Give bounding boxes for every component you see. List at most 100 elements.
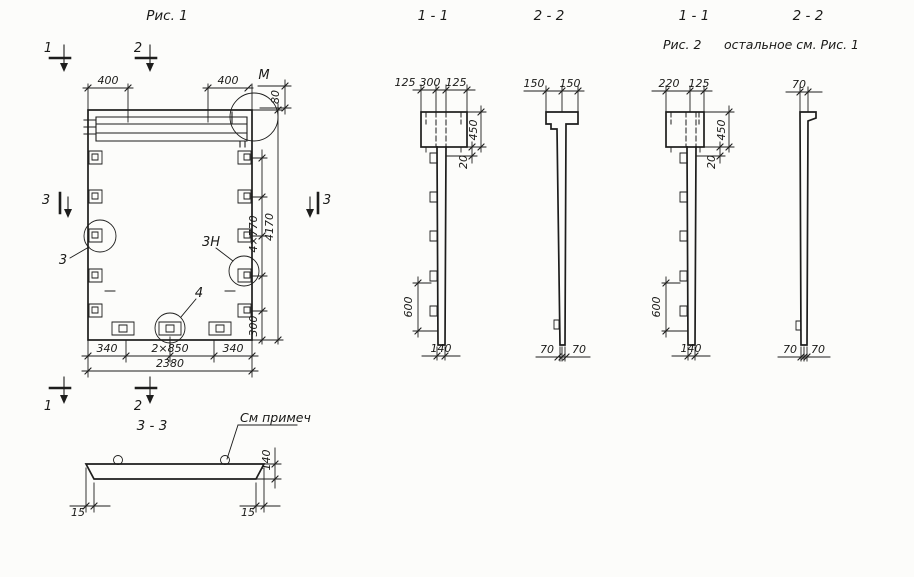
- sec11a-title: 1 - 1: [418, 8, 449, 24]
- dim-70-right: 70: [811, 343, 825, 356]
- fig1-title: Рис. 1: [146, 8, 188, 24]
- panel-stem: [436, 146, 447, 346]
- dim-340-left: 340: [97, 342, 118, 355]
- sec22a-dimension-lines: [523, 90, 591, 358]
- dim-150-right: 150: [560, 77, 581, 90]
- cut-arrowhead: [146, 395, 154, 404]
- dim-300: 300: [420, 76, 441, 89]
- detail-label-3n: 3Н: [202, 235, 220, 250]
- detail-circle-3n: [228, 255, 260, 287]
- panel-profile: [799, 111, 817, 346]
- hidden-edges: [425, 111, 462, 148]
- section-2-2-b: 2 - 2 70 70 70: [777, 8, 831, 362]
- dim-140-slab: 140: [260, 450, 273, 471]
- detail-label-3: 3: [59, 253, 67, 268]
- dim-70-left: 70: [540, 343, 554, 356]
- stem-details: [425, 146, 462, 153]
- dim-4170: 4170: [263, 213, 276, 241]
- detail-label-4: 4: [195, 286, 203, 301]
- sec11b-dimension-lines: [651, 90, 730, 357]
- sec33-dimension-lines: [69, 447, 281, 507]
- dim-400-left: 400: [98, 74, 119, 87]
- stem-embed-plate: [795, 320, 802, 331]
- dim-20: 20: [705, 155, 718, 169]
- dim-140: 140: [681, 342, 702, 355]
- sec22b-dimension-ticks: [796, 88, 812, 361]
- dim-4x770: 4×770: [247, 215, 260, 252]
- cut-label-2-top: 2: [134, 41, 142, 56]
- detail-circle-3: [83, 219, 117, 253]
- dim-450: 450: [467, 120, 480, 141]
- dim-140: 140: [431, 342, 452, 355]
- cut-arrowhead: [60, 63, 68, 72]
- dim-15-right: 15: [241, 506, 255, 519]
- section-1-1-a: 1 - 1 125 300 125 450 20 600 140: [395, 8, 487, 361]
- sec22b-dimension-lines: [777, 91, 831, 358]
- dim-2380: 2380: [156, 357, 184, 370]
- sec33-title: 3 - 3: [137, 418, 168, 434]
- plan-view: Рис. 1 М 3 3Н 4 1 2 1 2 3 3: [42, 8, 331, 414]
- dim-70-left: 70: [783, 343, 797, 356]
- panel-profile: [545, 111, 579, 346]
- hidden-edges: [670, 111, 700, 148]
- dim-340-right: 340: [223, 342, 244, 355]
- stem-embed-plates: [429, 152, 438, 317]
- dim-220: 220: [659, 77, 680, 90]
- cut-arrowhead: [146, 63, 154, 72]
- note-leader: [226, 424, 298, 460]
- slab-section: [84, 463, 266, 480]
- cut-label-3-right: 3: [323, 193, 331, 208]
- sec22b-extension-lines: [799, 86, 809, 362]
- see-note-label: См примеч: [240, 410, 311, 425]
- stem-embed-plate: [553, 319, 560, 330]
- fig2-note: остальное см. Рис. 1: [724, 37, 859, 52]
- dim-300: 300: [247, 316, 260, 337]
- dim-2x850: 2×850: [151, 342, 188, 355]
- cut-label-1-bottom: 1: [44, 399, 52, 414]
- cut-label-3-left: 3: [42, 193, 50, 208]
- embed-plates-left: [88, 150, 103, 318]
- embed-plates-bottom: [104, 290, 236, 336]
- section-1-1-b: 1 - 1 Рис. 2 остальное см. Рис. 1 220 12…: [650, 8, 859, 361]
- sec22b-title: 2 - 2: [793, 8, 824, 24]
- detail-label-m: М: [258, 68, 269, 83]
- sec22a-dimension-ticks: [542, 87, 582, 361]
- cut-mark-arrows: [63, 44, 311, 397]
- cut-arrowhead: [60, 395, 68, 404]
- dim-600: 600: [402, 297, 415, 318]
- sec11a-dimension-ticks: [414, 86, 485, 360]
- cut-arrowhead: [306, 209, 314, 218]
- dim-125-left: 125: [395, 76, 416, 89]
- cut-mark-bars: [48, 56, 320, 390]
- plan-dimension-ticks: [84, 82, 289, 375]
- detail-leaders: [69, 246, 234, 318]
- sec33-extension-lines: [85, 463, 282, 513]
- sec11b-title: 1 - 1: [679, 8, 710, 24]
- cut-label-1-top: 1: [44, 41, 52, 56]
- section-2-2-a: 2 - 2 150 150 70 70: [523, 8, 591, 362]
- sec11a-extension-lines: [412, 84, 487, 361]
- sec33-dimension-ticks: [82, 460, 279, 510]
- dim-15-left: 15: [71, 506, 85, 519]
- panel-stem: [686, 146, 697, 346]
- cut-label-2-bottom: 2: [134, 399, 142, 414]
- dim-70-top: 70: [792, 78, 806, 91]
- dim-70-right: 70: [572, 343, 586, 356]
- panel-outline: [87, 109, 253, 341]
- dim-125: 125: [689, 77, 710, 90]
- cut-arrowhead: [64, 209, 72, 218]
- dim-150-left: 150: [524, 77, 545, 90]
- sec11b-extension-lines: [661, 85, 735, 361]
- dim-20: 20: [457, 155, 470, 169]
- dim-400-right: 400: [218, 74, 239, 87]
- sec22a-title: 2 - 2: [534, 8, 565, 24]
- sec11a-dimension-lines: [412, 89, 482, 357]
- dim-450: 450: [715, 120, 728, 141]
- embed-plates-right: [237, 150, 252, 318]
- stem-embed-plates: [679, 152, 688, 317]
- dim-80: 80: [269, 90, 282, 104]
- column-head: [420, 111, 468, 148]
- stem-details: [670, 146, 701, 153]
- dim-125-right: 125: [446, 76, 467, 89]
